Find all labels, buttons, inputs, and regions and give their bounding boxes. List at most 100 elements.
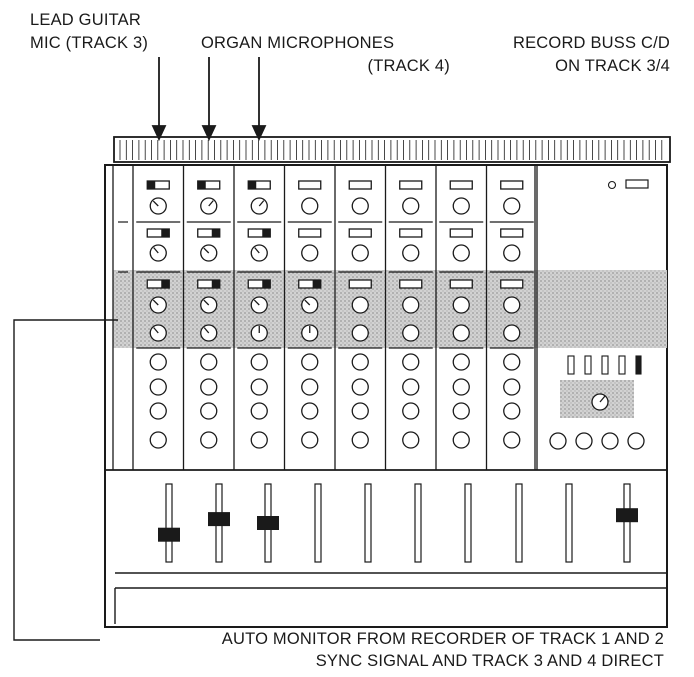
knob-pointer <box>258 200 265 207</box>
knob-pointer <box>599 395 606 403</box>
knob <box>200 402 218 420</box>
label-auto-monitor-1: AUTO MONITOR FROM RECORDER OF TRACK 1 AN… <box>221 630 664 648</box>
knob <box>200 353 218 371</box>
knob <box>351 378 369 396</box>
channel-strip <box>338 180 383 449</box>
fader-knob <box>208 512 230 527</box>
knob <box>402 431 420 449</box>
switch <box>348 228 372 238</box>
fader-knob <box>158 527 180 542</box>
connector-strip <box>113 136 671 163</box>
knob <box>250 402 268 420</box>
knob <box>503 324 521 342</box>
knob <box>452 353 470 371</box>
knob <box>301 197 319 215</box>
switch-indicator <box>312 280 321 288</box>
switch-indicator <box>211 280 220 288</box>
fader-track <box>364 483 372 563</box>
switch-indicator <box>262 229 271 237</box>
master-section <box>549 179 649 450</box>
fader-track <box>464 483 472 563</box>
fader-track <box>623 483 631 563</box>
switch <box>500 279 524 289</box>
knob <box>402 378 420 396</box>
switch-indicator <box>211 229 220 237</box>
knob <box>503 402 521 420</box>
fader-track <box>515 483 523 563</box>
knob <box>402 296 420 314</box>
knob-pointer <box>152 299 159 306</box>
fader-knob <box>616 508 638 523</box>
switch <box>399 180 423 190</box>
knob <box>402 244 420 262</box>
label-auto-monitor-2: SYNC SIGNAL AND TRACK 3 AND 4 DIRECT <box>315 652 664 670</box>
channel-strip <box>186 180 231 449</box>
switch <box>399 279 423 289</box>
switch <box>449 279 473 289</box>
knob <box>452 197 470 215</box>
knob-pointer <box>253 299 260 306</box>
channel-strip <box>388 180 433 449</box>
knob <box>452 402 470 420</box>
knob-pointer <box>304 299 311 306</box>
channel-strip <box>489 180 534 449</box>
knob <box>503 378 521 396</box>
switch <box>348 279 372 289</box>
master-button <box>575 432 593 450</box>
knob <box>452 431 470 449</box>
arrow-organ-2 <box>251 57 267 142</box>
switch-indicator <box>262 280 271 288</box>
meter-bar <box>567 355 575 375</box>
knob <box>503 431 521 449</box>
channel-strip <box>136 180 181 449</box>
master-button <box>601 432 619 450</box>
switch-indicator <box>248 181 257 189</box>
meter-bar <box>584 355 592 375</box>
knob-pointer <box>152 200 159 207</box>
master-button <box>627 432 645 450</box>
knob <box>503 296 521 314</box>
switch <box>500 228 524 238</box>
label-organ-1: ORGAN MICROPHONES <box>201 34 395 52</box>
knob <box>503 244 521 262</box>
knob-pointer <box>208 200 214 207</box>
knob <box>200 431 218 449</box>
meter-bar <box>635 355 642 375</box>
switch <box>298 180 322 190</box>
switch <box>348 180 372 190</box>
knob <box>351 244 369 262</box>
knob-pointer <box>153 327 159 334</box>
label-lead-guitar-2: MIC (TRACK 3) <box>30 34 149 52</box>
knob <box>503 197 521 215</box>
switch-indicator <box>161 229 170 237</box>
fader-track <box>314 483 322 563</box>
knob-pointer <box>153 247 159 254</box>
switch <box>399 228 423 238</box>
switch-indicator <box>147 181 156 189</box>
knob-pointer <box>203 327 210 334</box>
switch <box>298 228 322 238</box>
knob <box>452 296 470 314</box>
knob <box>200 378 218 396</box>
knob <box>301 431 319 449</box>
knob <box>351 296 369 314</box>
knob <box>301 244 319 262</box>
knob <box>250 353 268 371</box>
knob <box>402 353 420 371</box>
knob <box>149 431 167 449</box>
knob-pointer <box>254 247 260 254</box>
knob <box>250 431 268 449</box>
fader-knob <box>257 516 279 530</box>
knob <box>351 402 369 420</box>
fader-track <box>165 483 173 563</box>
switch-indicator <box>197 181 206 189</box>
fader-section <box>158 483 638 563</box>
knob <box>149 402 167 420</box>
switch <box>500 180 524 190</box>
master-button <box>549 432 567 450</box>
knob <box>301 378 319 396</box>
knob <box>452 378 470 396</box>
knob <box>149 378 167 396</box>
knob <box>402 324 420 342</box>
